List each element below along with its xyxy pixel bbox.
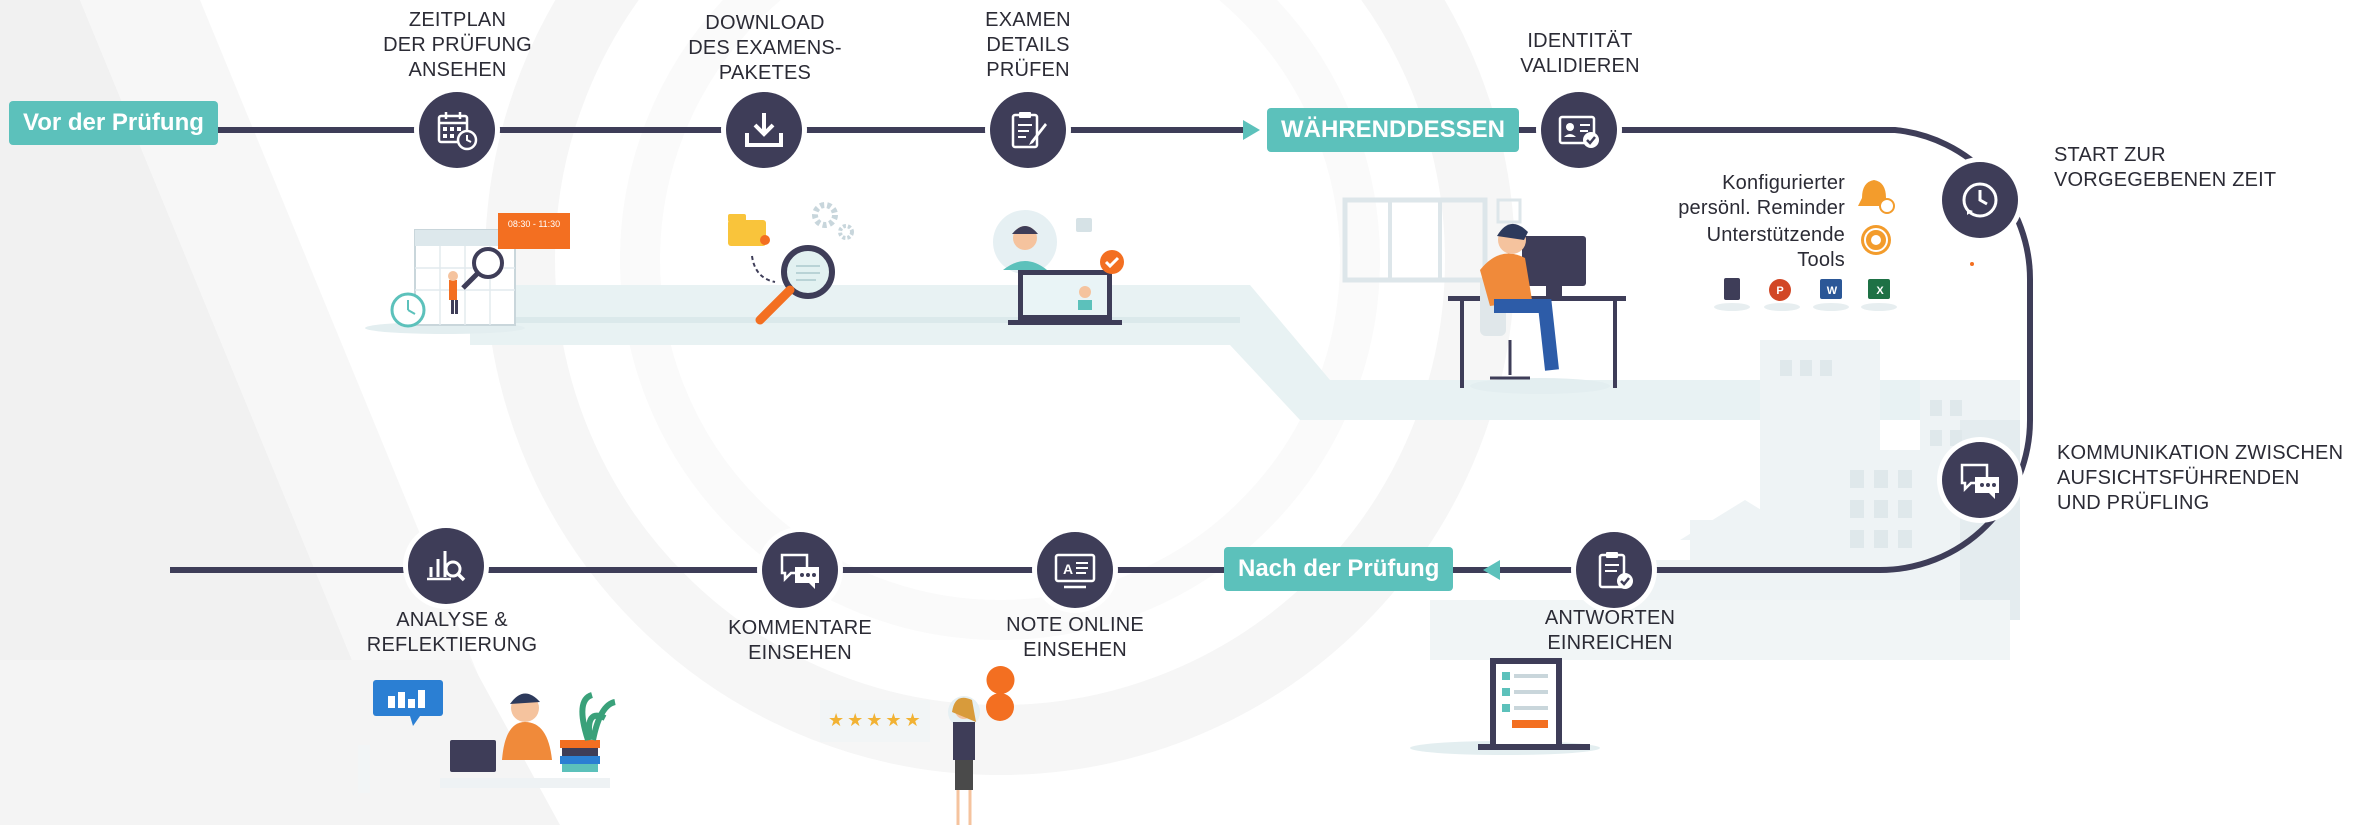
comment-bubbles-icon	[762, 532, 838, 608]
reminder-line-1: Konfigurierter	[1722, 172, 1845, 194]
desk-worker-illustration	[1342, 197, 1626, 394]
step-comments-line-1: KOMMENTARE	[728, 617, 872, 639]
chat-bubbles-icon	[1942, 442, 2018, 518]
step-analysis-line-2: REFLEKTIERUNG	[366, 634, 538, 656]
reminder-bell-icon	[1858, 180, 1895, 214]
step-communication-line-2: AUFSICHTSFÜHRENDEN	[2057, 467, 2300, 489]
comment-bubbles-icon-graphic	[780, 553, 819, 589]
step-comments-label: KOMMENTARE EINSEHEN	[720, 616, 880, 666]
clock-play-icon-graphic	[1962, 182, 1998, 218]
reminder-feature-label: Konfigurierter persönl. Reminder	[1630, 171, 1845, 221]
step-schedule-line-1: ZEITPLAN	[408, 9, 507, 31]
step-schedule-label: ZEITPLAN DER PRÜFUNG ANSEHEN	[380, 8, 535, 83]
step-identity-line-1: IDENTITÄT	[1527, 30, 1633, 52]
download-illustration	[728, 202, 854, 325]
grade-document-icon: A	[1037, 532, 1113, 608]
step-exam-details-line-3: PRÜFEN	[986, 59, 1070, 81]
chat-bubbles-icon-graphic	[1960, 463, 1999, 499]
download-icon-graphic	[745, 113, 783, 147]
calendar-illustration: 08:30 - 11:30	[365, 213, 570, 334]
step-submit-line-2: EINREICHEN	[1547, 632, 1673, 654]
analysis-illustration	[358, 680, 616, 793]
step-communication-label: KOMMUNIKATION ZWISCHEN AUFSICHTSFÜHRENDE…	[2057, 441, 2343, 516]
step-exam-details-line-1: EXAMEN	[985, 9, 1071, 31]
id-card-check-icon-graphic	[1558, 115, 1599, 148]
step-analysis-line-1: ANALYSE &	[396, 609, 508, 631]
clipboard-check-icon	[1576, 532, 1652, 608]
step-schedule-line-3: ANSEHEN	[408, 59, 507, 81]
chart-magnifier-icon	[408, 528, 484, 604]
step-grade-line-1: NOTE ONLINE	[1006, 614, 1144, 636]
svg-text:08:30 - 11:30: 08:30 - 11:30	[508, 219, 560, 229]
step-schedule-line-2: DER PRÜFUNG	[383, 34, 532, 56]
tools-gear-icon	[1861, 225, 1891, 255]
tools-line-1: Unterstützende	[1706, 224, 1845, 246]
rating-stars: ★★★★★	[828, 710, 924, 730]
svg-text:P: P	[1776, 285, 1783, 297]
step-grade-label: NOTE ONLINE EINSEHEN	[995, 613, 1155, 663]
step-download-label: DOWNLOAD DES EXAMENS- PAKETES	[680, 11, 850, 86]
phase-after-tag: Nach der Prüfung	[1224, 547, 1454, 591]
step-identity-label: IDENTITÄT VALIDIEREN	[1505, 29, 1655, 79]
download-icon	[726, 92, 802, 168]
id-card-check-icon	[1541, 92, 1617, 168]
step-start-line-1: START ZUR	[2054, 144, 2166, 166]
reminder-line-2: persönl. Reminder	[1678, 197, 1845, 219]
phase-before-tag: Vor der Prüfung	[9, 101, 218, 145]
calendar-clock-icon	[419, 92, 495, 168]
svg-text:X: X	[1876, 285, 1884, 297]
step-exam-details-line-2: DETAILS	[986, 34, 1070, 56]
submit-illustration	[1410, 658, 1600, 755]
chart-magnifier-icon-graphic	[427, 551, 466, 582]
step-exam-details-label: EXAMEN DETAILS PRÜFEN	[968, 8, 1088, 83]
clipboard-check-icon-graphic	[1598, 552, 1633, 589]
phase-during-tag: WÄHRENDDESSEN	[1267, 108, 1520, 152]
step-start-label: START ZUR VORGEGEBENEN ZEIT	[2054, 143, 2276, 193]
step-communication-line-1: KOMMUNIKATION ZWISCHEN	[2057, 442, 2344, 464]
step-submit-label: ANTWORTEN EINREICHEN	[1535, 606, 1685, 656]
step-submit-line-1: ANTWORTEN	[1544, 607, 1676, 629]
step-identity-line-2: VALIDIEREN	[1520, 55, 1640, 77]
calendar-clock-icon-graphic	[437, 112, 478, 151]
tool-app-icons	[1714, 278, 1897, 311]
comments-illustration	[820, 666, 1015, 825]
svg-text:W: W	[1827, 285, 1838, 297]
step-download-line-2: DES EXAMENS-	[688, 37, 842, 59]
exam-details-illustration	[993, 210, 1124, 325]
step-grade-line-2: EINSEHEN	[1023, 639, 1127, 661]
step-download-line-1: DOWNLOAD	[705, 12, 825, 34]
grade-document-icon-graphic: A	[1054, 553, 1096, 589]
step-comments-line-2: EINSEHEN	[748, 642, 852, 664]
svg-text:A: A	[1063, 561, 1073, 577]
tools-line-2: Tools	[1797, 249, 1845, 271]
clipboard-pen-icon	[990, 92, 1066, 168]
clock-play-icon	[1942, 162, 2018, 238]
step-analysis-label: ANALYSE & REFLEKTIERUNG	[362, 608, 542, 658]
step-start-line-2: VORGEGEBENEN ZEIT	[2054, 169, 2277, 191]
step-communication-line-3: UND PRÜFLING	[2057, 492, 2210, 514]
tools-feature-label: Unterstützende Tools	[1630, 223, 1845, 273]
step-download-line-3: PAKETES	[718, 62, 812, 84]
clipboard-pen-icon-graphic	[1011, 112, 1047, 149]
